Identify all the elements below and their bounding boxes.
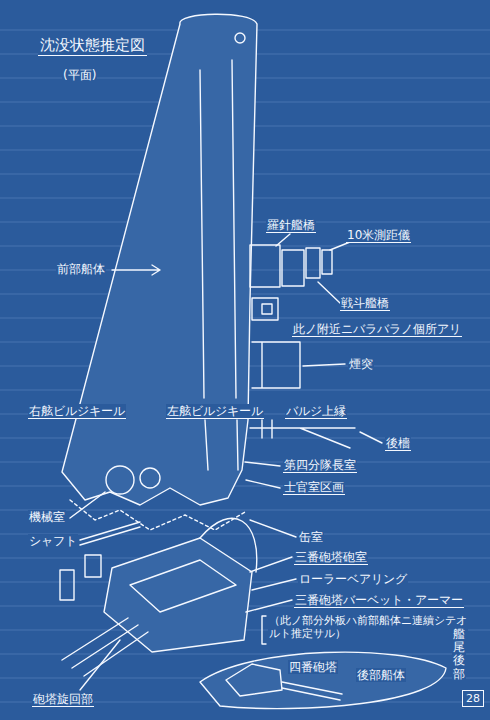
barbette-armor — [200, 518, 257, 572]
turret-3-roof — [130, 560, 236, 612]
part-label: 缶室 — [298, 530, 324, 544]
part-label: 砲塔旋回部 — [32, 692, 94, 707]
bilge-keel — [200, 70, 204, 398]
leader-line — [360, 432, 382, 443]
bilge-keel — [205, 420, 208, 470]
part-label: 第四分隊長室 — [283, 458, 357, 473]
forward-hull — [62, 14, 257, 505]
leader-line — [303, 364, 345, 366]
part-label: 左舷ビルジキール — [166, 404, 264, 419]
debris — [60, 570, 74, 600]
machinery — [140, 468, 160, 488]
leader-line — [250, 520, 296, 537]
leader-line — [70, 492, 105, 518]
leader-line — [276, 234, 350, 303]
part-label: 三番砲塔バーベット・アーマー — [294, 593, 464, 608]
part-label: 10米測距儀 — [346, 228, 411, 243]
shaft — [80, 522, 140, 545]
part-label: (平面) — [62, 68, 97, 82]
part-label: 後部船体 — [356, 668, 406, 682]
part-label: 士官室区画 — [283, 480, 345, 495]
part-label: 後檣 — [385, 436, 411, 451]
funnel — [252, 342, 300, 388]
title: 沈没状態推定図 — [38, 36, 147, 56]
part-label: シャフト — [28, 534, 78, 548]
ruled-line — [0, 558, 490, 559]
turret-4 — [226, 664, 282, 696]
part-label: 右舷ビルジキール — [28, 404, 126, 419]
part-label: 羅針艦橋 — [266, 218, 316, 233]
machinery — [106, 466, 134, 494]
gun-barrels — [282, 682, 342, 700]
part-label: ローラーベアリング — [298, 572, 408, 586]
bridge-block — [306, 248, 320, 278]
part-label: 前部船体 — [56, 262, 106, 276]
part-label: 四番砲塔 — [288, 660, 338, 674]
page-number: 28 — [463, 691, 483, 706]
break-jagged-edge — [70, 500, 245, 530]
chrysanthemum-crest — [235, 33, 245, 43]
part-label: 三番砲塔砲室 — [294, 550, 368, 565]
compass-bridge — [250, 245, 280, 287]
leader-arrow — [112, 265, 160, 275]
bridge-block — [282, 250, 304, 286]
part-label: 此ノ附近ニバラバラノ個所アリ — [292, 322, 462, 337]
leader-line — [245, 462, 280, 488]
lower-structure — [262, 304, 272, 314]
debris — [85, 555, 101, 577]
ruled-line — [0, 654, 490, 655]
hull-side-line — [237, 420, 238, 470]
part-label: 戦斗艦橋 — [340, 296, 390, 311]
rangefinder — [322, 250, 332, 274]
part-label: バルジ上縁 — [285, 404, 347, 419]
rear-mast — [250, 420, 355, 448]
lower-structure — [252, 298, 278, 320]
part-label: 煙突 — [348, 357, 374, 371]
rear-hull — [200, 652, 446, 708]
ruled-line — [0, 510, 490, 511]
part-label: 機械室 — [28, 510, 66, 524]
bracket — [262, 616, 266, 644]
hull-side-line — [232, 60, 236, 398]
part-label: 艦尾後部 — [452, 628, 466, 681]
turret-3 — [104, 538, 252, 652]
page-number-box: 28 — [462, 690, 484, 707]
gun-barrels — [62, 618, 148, 676]
part-label: （此ノ部分外板ハ前部船体ニ連續シテオルト推定サル） — [268, 614, 468, 640]
